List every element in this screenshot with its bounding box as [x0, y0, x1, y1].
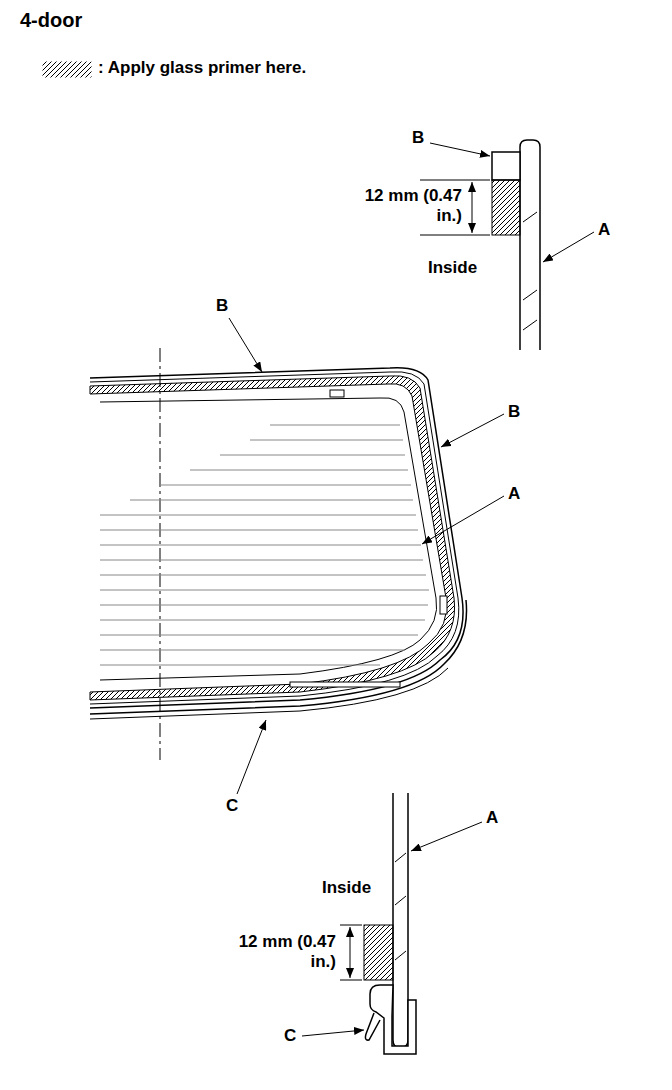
leader-line [229, 318, 262, 372]
bracket [440, 596, 447, 614]
glass-hash [395, 853, 406, 960]
part-letter: C [226, 796, 238, 816]
glass-edge [90, 372, 459, 704]
dimension-arrow [350, 927, 351, 978]
leader-line [302, 1030, 364, 1036]
extension-line [340, 925, 362, 980]
side-label: Inside [322, 878, 371, 898]
leader-line [411, 822, 482, 851]
bottom-section-detail [302, 793, 482, 1054]
molding-c [90, 668, 448, 719]
primer-area [492, 180, 520, 235]
leader-line [441, 414, 504, 447]
molding-c-fin [365, 1013, 380, 1040]
dimension-label: 12 mm (0.47 in.) [350, 186, 462, 226]
dimension-label: 12 mm (0.47 in.) [230, 932, 336, 972]
side-label: Inside [428, 258, 477, 278]
part-letter: A [486, 808, 498, 828]
part-letter: A [508, 484, 520, 504]
leader-line [543, 232, 594, 262]
leader-line [422, 496, 504, 544]
glass-section [393, 793, 408, 1048]
part-letter: A [598, 220, 610, 240]
leader-line [430, 143, 490, 156]
part-letter: C [284, 1026, 296, 1046]
legend-swatch-fill [43, 62, 92, 78]
part-letter: B [508, 402, 520, 422]
primer-band [90, 376, 455, 700]
leader-line [237, 720, 266, 794]
title: 4-door [20, 8, 82, 32]
molding-c [90, 600, 467, 714]
ceramic-border [100, 398, 437, 680]
primer-area [364, 925, 393, 980]
part-letter: B [216, 296, 228, 316]
rear-window-view [90, 318, 504, 794]
molding-c-section [370, 985, 416, 1054]
defroster-line [100, 425, 429, 665]
glass-hash [523, 212, 537, 330]
molding-b [90, 368, 463, 708]
legend-swatch [42, 61, 92, 79]
part-letter: B [412, 128, 424, 148]
centerline [160, 348, 161, 760]
dimension-arrow [472, 182, 473, 233]
glass-section [520, 140, 540, 350]
bracket [290, 682, 400, 687]
defroster-grid [100, 425, 429, 665]
molding-b-section [492, 152, 520, 180]
legend-text: : Apply glass primer here. [98, 58, 306, 78]
bracket [330, 390, 344, 397]
top-section-detail [420, 140, 594, 350]
